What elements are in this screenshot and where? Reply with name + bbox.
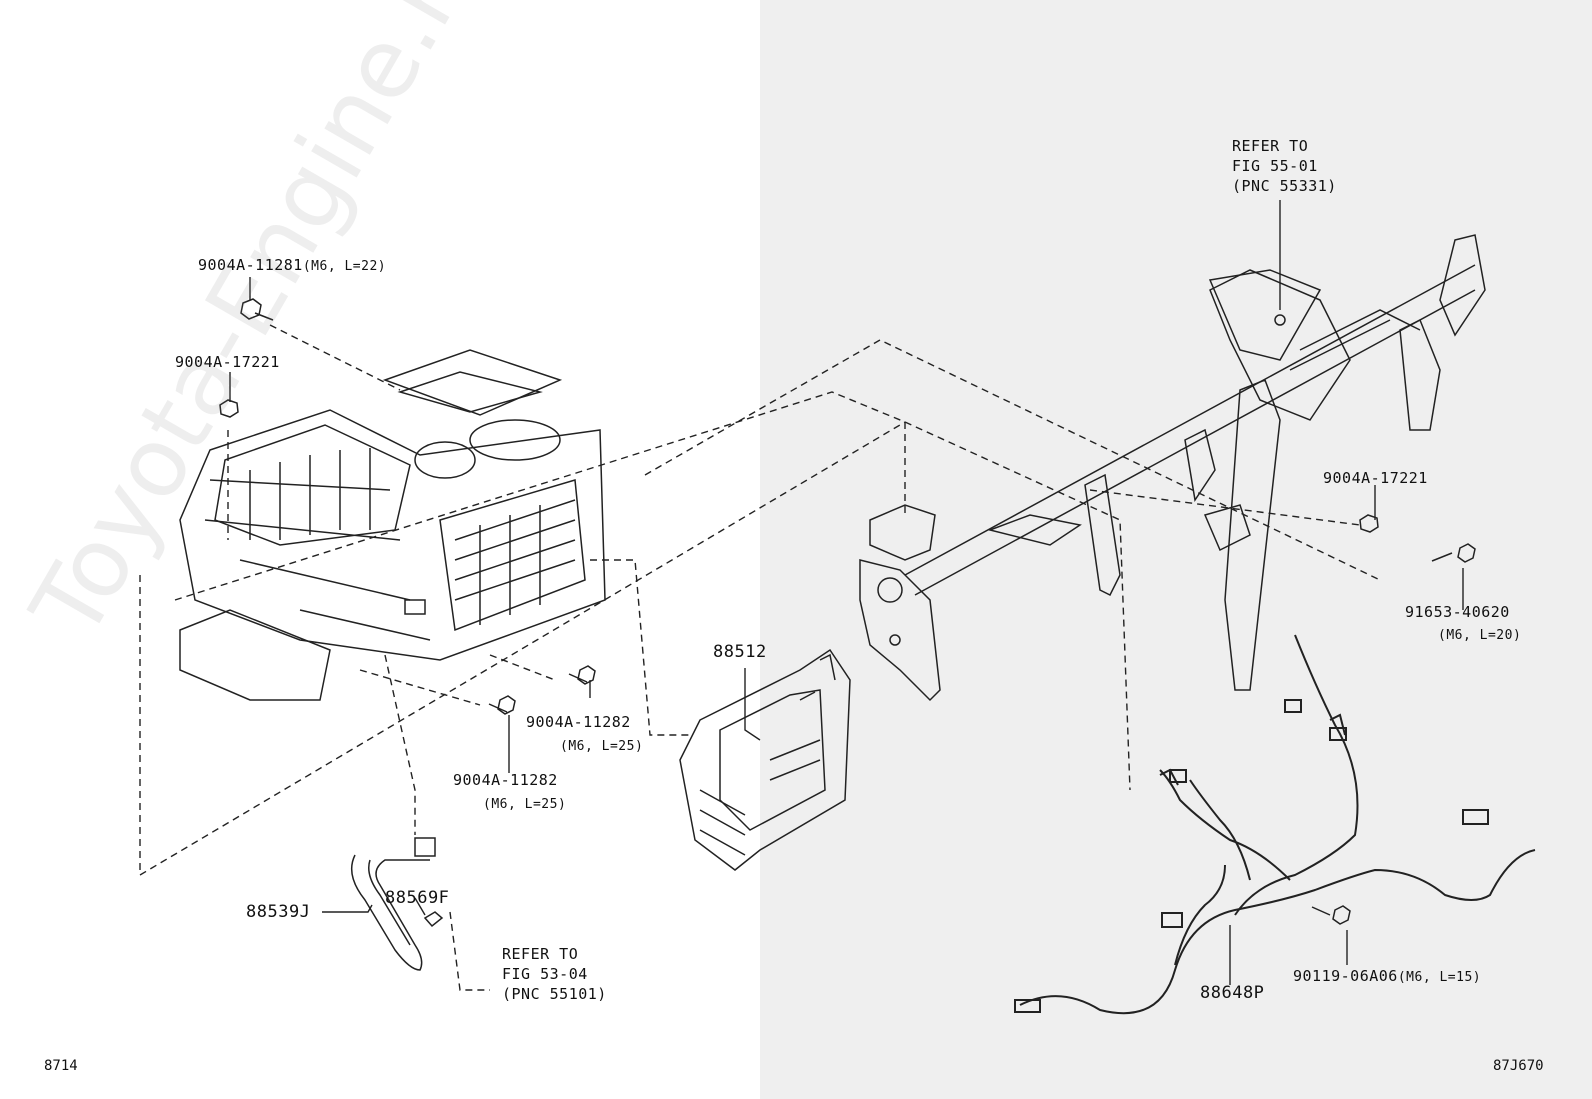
part-number: 91653-40620: [1405, 603, 1510, 621]
part-label-9004a-11282-lower[interactable]: 9004A-11282: [453, 773, 558, 788]
wire-harness-88648p: [1014, 634, 1536, 1015]
part-label-9004a-11281[interactable]: 9004A-11281(M6, L=22): [198, 256, 387, 274]
part-label-88512[interactable]: 88512: [713, 644, 767, 661]
part-label-88648p[interactable]: 88648P: [1200, 985, 1264, 1002]
part-number: 88512: [713, 642, 767, 662]
part-number: 88539J: [246, 902, 311, 922]
part-label-88539j[interactable]: 88539J: [246, 904, 310, 921]
part-label-9004a-11282-upper[interactable]: 9004A-11282: [526, 715, 631, 730]
part-spec-9004a-11282-upper: (M6, L=25): [560, 738, 643, 753]
part-number: 9004A-11282: [453, 771, 558, 789]
part-label-91653-40620[interactable]: 91653-40620: [1405, 605, 1510, 620]
part-number: 9004A-17221: [1323, 469, 1428, 487]
part-spec: (M6, L=25): [560, 739, 644, 754]
part-spec: (M6, L=25): [483, 797, 567, 812]
part-label-9004a-17221-left[interactable]: 9004A-17221: [175, 355, 280, 370]
solid-leaders: [229, 200, 1464, 985]
refer-line: REFER TO: [1232, 137, 1309, 155]
fasteners: [219, 298, 1476, 925]
part-spec: (M6, L=15): [1397, 970, 1482, 985]
part-spec-91653-40620: (M6, L=20): [1438, 627, 1521, 642]
part-label-9004a-17221-right[interactable]: 9004A-17221: [1323, 471, 1428, 486]
refer-to-fig-53-04[interactable]: REFER TO FIG 53-04 (PNC 55101): [502, 944, 607, 1004]
footer-left-code: 8714: [44, 1058, 78, 1074]
part-spec-9004a-11282-lower: (M6, L=25): [483, 796, 566, 811]
part-label-90119-06a06[interactable]: 90119-06A06(M6, L=15): [1293, 967, 1482, 985]
heater-unit: [179, 349, 606, 701]
bracket-88512: [679, 648, 851, 871]
part-number: 9004A-11281: [198, 256, 303, 274]
refer-line: REFER TO: [502, 945, 579, 963]
left-panel: [0, 0, 760, 1099]
part-spec: (M6, L=22): [302, 259, 387, 274]
part-number: 88648P: [1200, 983, 1265, 1003]
part-number: 90119-06A06: [1293, 967, 1398, 985]
refer-to-fig-55-01[interactable]: REFER TO FIG 55-01 (PNC 55331): [1232, 136, 1337, 196]
reinforcement-beam: [859, 234, 1486, 702]
part-label-88569f[interactable]: 88569F: [385, 890, 449, 907]
part-spec: (M6, L=20): [1438, 628, 1522, 643]
footer-right-code: 87J670: [1493, 1058, 1544, 1074]
dashed-leaders: [139, 324, 1381, 991]
refer-line: FIG 55-01: [1232, 157, 1318, 175]
duct-88539j: [350, 837, 444, 971]
part-number: 9004A-11282: [526, 713, 631, 731]
right-panel-shaded: [760, 0, 1592, 1099]
part-number: 9004A-17221: [175, 353, 280, 371]
refer-line: (PNC 55101): [502, 985, 607, 1003]
refer-line: (PNC 55331): [1232, 177, 1337, 195]
part-number: 88569F: [385, 888, 450, 908]
refer-line: FIG 53-04: [502, 965, 588, 983]
